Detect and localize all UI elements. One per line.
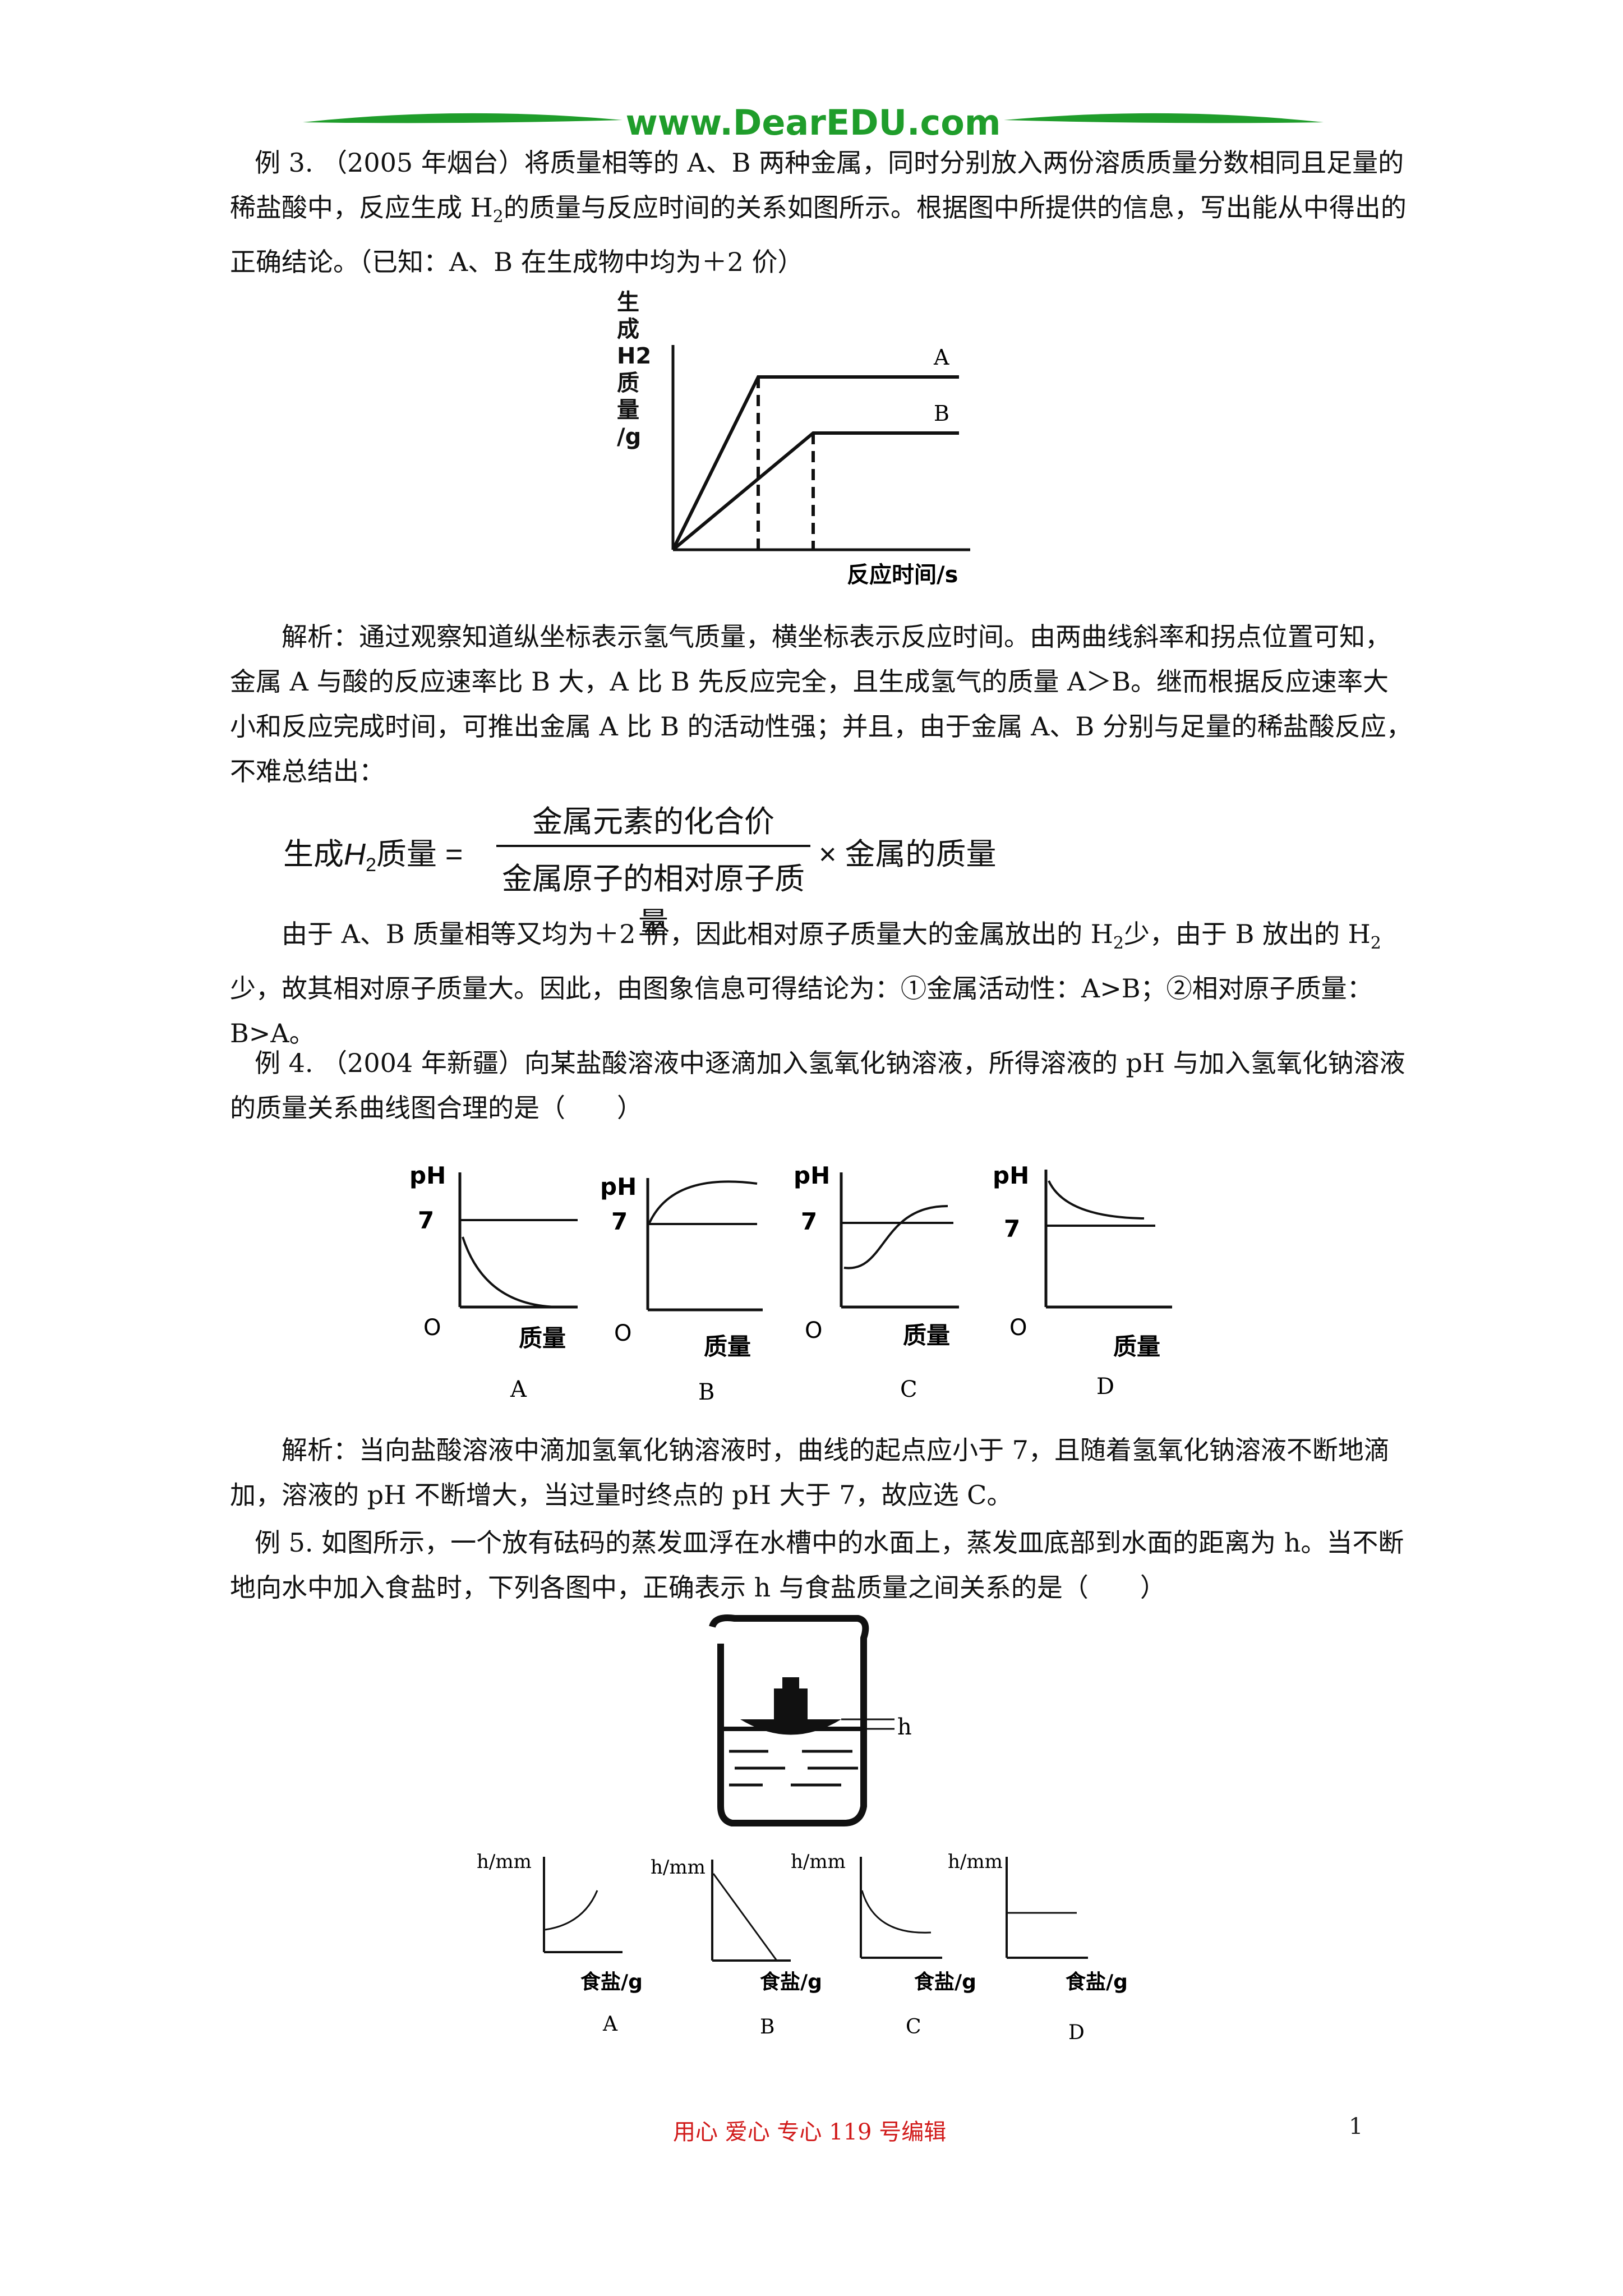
curve-a — [671, 375, 959, 551]
h-xlabel-c: 食盐/g — [914, 1971, 976, 1994]
origin-d: O — [1009, 1315, 1027, 1341]
h-ylabel-c: h/mm — [791, 1851, 846, 1873]
y-axis-label: 生 成 H2 质 量 /g — [617, 289, 651, 450]
beaker-diagram: h — [709, 1614, 912, 1826]
formula: 生成H2质量 = 金属元素的化合价 金属原子的相对原子质量 × 金属的质量 — [283, 797, 1124, 940]
formula-lhs: 生成H2质量 = — [283, 838, 463, 876]
h-option-c: C — [906, 2016, 921, 2039]
example-4-question: 例 4. （2004 年新疆）向某盐酸溶液中逐滴加入氢氧化钠溶液，所得溶液的 p… — [230, 1048, 1405, 1123]
h-chart-d: h/mm 食盐/g D — [948, 1851, 1128, 2044]
xlabel-c: 质量 — [903, 1322, 950, 1349]
xlabel-a: 质量 — [519, 1324, 566, 1352]
h-option-a: A — [602, 2013, 618, 2036]
option-b: B — [698, 1379, 714, 1405]
example-3-question: 例 3. （2005 年烟台）将质量相等的 A、B 两种金属，同时分别放入两份溶… — [230, 148, 1407, 278]
h-option-d: D — [1068, 2021, 1085, 2044]
ph-label-d: pH — [993, 1162, 1029, 1189]
option-a: A — [510, 1377, 527, 1402]
h-xlabel-b: 食盐/g — [760, 1971, 822, 1994]
curve-b-label: B — [934, 401, 949, 426]
y-label-char-3: H2 — [617, 343, 651, 369]
ph-chart-b: pH 7 O 质量 B — [600, 1173, 763, 1405]
h-ylabel-b: h/mm — [651, 1856, 706, 1879]
seven-label-d: 7 — [1004, 1215, 1020, 1243]
x-axis-label: 反应时间/s — [847, 562, 958, 588]
h-label: h — [897, 1714, 912, 1740]
ph-chart-c: pH 7 O 质量 C — [794, 1162, 959, 1402]
origin-a: O — [423, 1315, 441, 1341]
seven-label-c: 7 — [801, 1208, 817, 1235]
example-3-conclusion: 由于 A、B 质量相等又均为＋2 价，因此相对原子质量大的金属放出的 H2少，由… — [230, 919, 1381, 1049]
ph-chart-a: pH 7 O 质量 A — [409, 1162, 578, 1402]
xlabel-b: 质量 — [704, 1333, 751, 1360]
page-number: 1 — [1349, 2114, 1363, 2139]
xlabel-d: 质量 — [1113, 1333, 1160, 1360]
h-ylabel-d: h/mm — [948, 1851, 1003, 1873]
formula-numerator: 金属元素的化合价 — [532, 805, 774, 839]
weight-body — [774, 1688, 808, 1719]
h-xlabel-d: 食盐/g — [1066, 1971, 1128, 1994]
h-chart-a: h/mm 食盐/g A — [477, 1851, 643, 2036]
h-chart-c: h/mm 食盐/g C — [791, 1851, 976, 2039]
ph-label-c: pH — [794, 1162, 830, 1189]
option-d: D — [1096, 1374, 1114, 1400]
formula-rhs: × 金属的质量 — [819, 838, 997, 871]
seven-label-a: 7 — [418, 1207, 434, 1234]
evaporating-dish — [740, 1719, 841, 1735]
h-option-b: B — [760, 2016, 774, 2039]
h-chart-b: h/mm 食盐/g B — [651, 1856, 822, 2039]
ph-curves-figure: pH 7 O 质量 A pH 7 O 质量 B pH 7 O 质量 C pH — [409, 1162, 1172, 1405]
example-3-analysis: 解析：通过观察知道纵坐标表示氢气质量，横坐标表示反应时间。由两曲线斜率和拐点位置… — [230, 622, 1412, 786]
h-ylabel-a: h/mm — [477, 1851, 532, 1873]
origin-c: O — [805, 1318, 822, 1343]
ph-label-b: pH — [600, 1173, 637, 1200]
ph-chart-d: pH 7 O 质量 D — [993, 1162, 1172, 1400]
curve-b — [672, 431, 959, 551]
seven-label-b: 7 — [611, 1208, 628, 1235]
h-xlabel-a: 食盐/g — [580, 1971, 643, 1994]
h-vs-salt-figure: h/mm 食盐/g A h/mm 食盐/g B h/mm 食盐/g C h/mm… — [477, 1851, 1128, 2044]
ph-label-a: pH — [409, 1162, 446, 1189]
fraction-bar — [496, 845, 810, 847]
y-label-char-6: /g — [617, 424, 641, 450]
option-c: C — [900, 1377, 917, 1402]
curve-a-label: A — [933, 345, 949, 370]
example-5-question: 例 5. 如图所示，一个放有砝码的蒸发皿浮在水槽中的水面上，蒸发皿底部到水面的距… — [230, 1527, 1404, 1603]
y-label-char-5: 量 — [617, 397, 639, 423]
site-name: www.DearEDU.com — [625, 102, 1000, 143]
header-logo: www.DearEDU.com — [303, 102, 1324, 143]
footer-text: 用心 爱心 专心 119 号编辑 — [673, 2119, 947, 2145]
y-label-char-4: 质 — [617, 370, 639, 396]
y-label-char-1: 生 — [617, 289, 639, 315]
origin-b: O — [614, 1320, 631, 1346]
example-4-analysis: 解析：当向盐酸溶液中滴加氢氧化钠溶液时，曲线的起点应小于 7，且随着氢氧化钠溶液… — [230, 1435, 1390, 1510]
y-label-char-2: 成 — [617, 316, 639, 342]
weight-knob — [782, 1677, 799, 1690]
formula-denominator: 金属原子的相对原子质量 — [502, 862, 805, 940]
beaker-outline — [709, 1614, 869, 1826]
h2-mass-time-chart: 生 成 H2 质 量 /g A B 反应时间/s — [617, 289, 970, 588]
water-lines — [729, 1750, 858, 1787]
